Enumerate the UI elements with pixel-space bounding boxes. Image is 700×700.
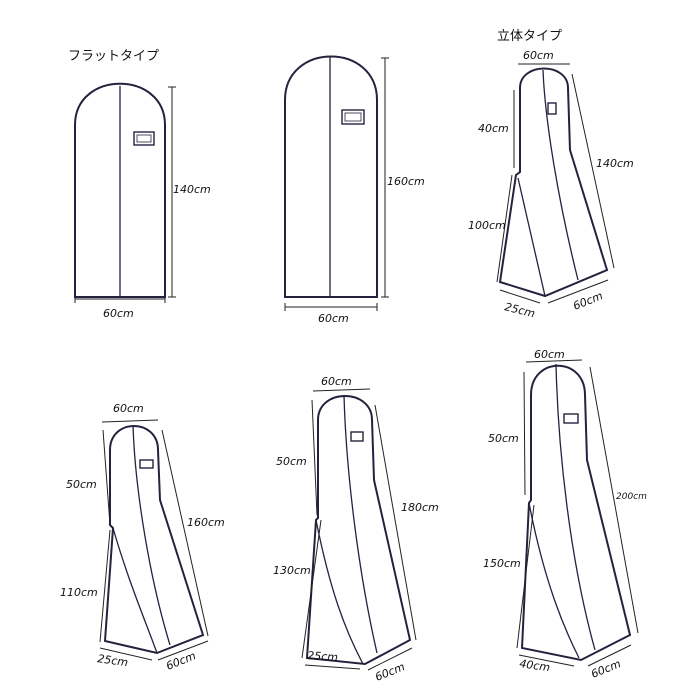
total-dimension-line	[571, 73, 615, 269]
lower-dimension-line	[301, 519, 322, 659]
lower-height-label: 150cm	[483, 557, 521, 570]
flat-bag-140: 140cm 60cm	[74, 82, 211, 320]
upper-height-label: 50cm	[66, 478, 97, 491]
total-dimension-line	[161, 429, 209, 637]
bag-outline	[498, 67, 609, 298]
base-width-label: 60cm	[589, 657, 622, 681]
depth-dimension-line	[99, 647, 153, 661]
upper-height-label: 50cm	[488, 432, 519, 445]
top-width-label: 60cm	[523, 49, 554, 62]
base-width-label: 60cm	[373, 660, 406, 684]
bag-outline	[520, 364, 632, 662]
height-label: 140cm	[173, 183, 211, 196]
base-depth-label: 25cm	[97, 652, 129, 669]
bag-outline	[103, 425, 205, 655]
base-depth-label: 25cm	[307, 649, 339, 664]
height-label: 160cm	[387, 175, 425, 188]
lower-dimension-line	[99, 529, 111, 643]
bag-window	[547, 102, 557, 115]
bag-window	[563, 413, 579, 424]
bag-seam-left	[112, 527, 158, 654]
bag-window	[341, 109, 365, 125]
upper-height-label: 40cm	[478, 122, 509, 135]
total-dimension-line	[374, 404, 417, 641]
upper-height-label: 50cm	[276, 455, 307, 468]
bag-seam-right	[542, 69, 579, 281]
base-dimension-line	[587, 644, 632, 667]
upper-dimension-line	[102, 429, 111, 526]
upper-dimension-line	[523, 371, 526, 496]
base-depth-label: 25cm	[503, 300, 536, 320]
width-label: 60cm	[103, 307, 134, 320]
top-dimension-line	[312, 388, 371, 392]
total-height-label: 140cm	[596, 157, 634, 170]
solid-bag-140: 60cm 40cm 100cm 140cm 25cm 60cm	[468, 49, 634, 320]
bag-window	[139, 459, 154, 469]
bag-seam-left	[528, 502, 580, 659]
top-dimension-line	[525, 359, 583, 363]
lower-height-label: 110cm	[60, 586, 98, 599]
bag-outline	[305, 395, 412, 666]
base-dimension-line	[157, 640, 209, 661]
total-height-label: 160cm	[187, 516, 225, 529]
depth-dimension-line	[304, 664, 361, 670]
lower-height-label: 100cm	[468, 219, 506, 232]
base-depth-label: 40cm	[519, 657, 551, 674]
bag-outline	[284, 55, 378, 298]
upper-dimension-line	[311, 399, 318, 516]
solid-type-heading: 立体タイプ	[497, 29, 562, 44]
lower-height-label: 130cm	[273, 564, 311, 577]
bag-seam-right	[343, 394, 378, 654]
solid-bag-160: 60cm 50cm 110cm 160cm 25cm 60cm	[60, 402, 225, 673]
bag-seam-left	[315, 519, 364, 665]
total-height-label: 200cm	[616, 492, 647, 502]
lower-dimension-line	[496, 174, 513, 283]
base-dimension-line	[367, 647, 413, 671]
lower-dimension-line	[516, 504, 535, 649]
flat-bag-160: 160cm 60cm	[284, 55, 425, 325]
depth-dimension-line	[499, 289, 541, 304]
top-dimension-line	[101, 419, 159, 423]
total-dimension-line	[589, 366, 639, 634]
base-width-label: 60cm	[571, 289, 604, 313]
solid-bag-200: 60cm 50cm 150cm 200cm 40cm 60cm	[483, 348, 647, 681]
base-width-label: 60cm	[164, 649, 197, 673]
bag-seam-right	[132, 424, 171, 646]
bag-seam-left	[517, 177, 546, 297]
solid-bag-180: 60cm 50cm 130cm 180cm 25cm 60cm	[273, 375, 439, 684]
width-label: 60cm	[318, 312, 349, 325]
base-dimension-line	[547, 279, 609, 304]
top-width-label: 60cm	[321, 375, 352, 388]
flat-type-heading: フラットタイプ	[68, 49, 159, 64]
top-width-label: 60cm	[113, 402, 144, 415]
bag-seam-right	[555, 363, 596, 651]
top-width-label: 60cm	[534, 348, 565, 361]
total-height-label: 180cm	[401, 501, 439, 514]
bag-window	[350, 431, 364, 442]
depth-dimension-line	[518, 654, 575, 667]
